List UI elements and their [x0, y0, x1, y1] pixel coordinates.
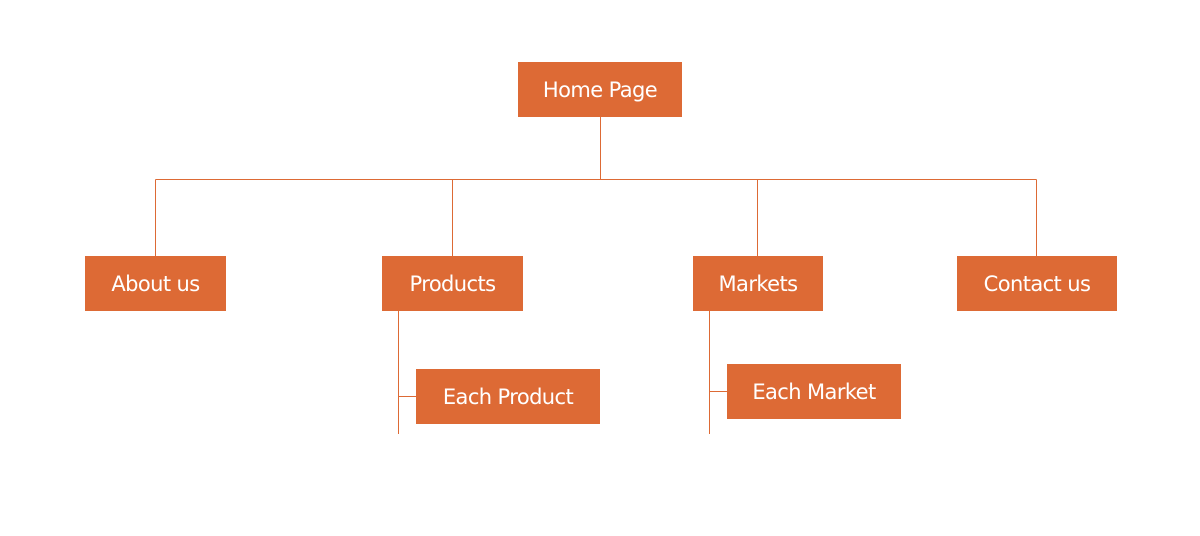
node-home-page-label: Home Page [542, 77, 658, 102]
node-markets: Markets [693, 256, 823, 311]
node-contact-us: Contact us [957, 256, 1117, 311]
node-each-product: Each Product [416, 369, 600, 424]
node-each-product-label: Each Product [442, 384, 574, 409]
node-about-us-label: About us [111, 271, 200, 296]
node-home-page: Home Page [518, 62, 682, 117]
node-contact-us-label: Contact us [983, 271, 1091, 296]
node-markets-label: Markets [718, 271, 799, 296]
node-about-us: About us [85, 256, 226, 311]
node-products: Products [382, 256, 523, 311]
node-each-market-label: Each Market [752, 379, 876, 404]
node-products-label: Products [409, 271, 496, 296]
node-each-market: Each Market [727, 364, 901, 419]
